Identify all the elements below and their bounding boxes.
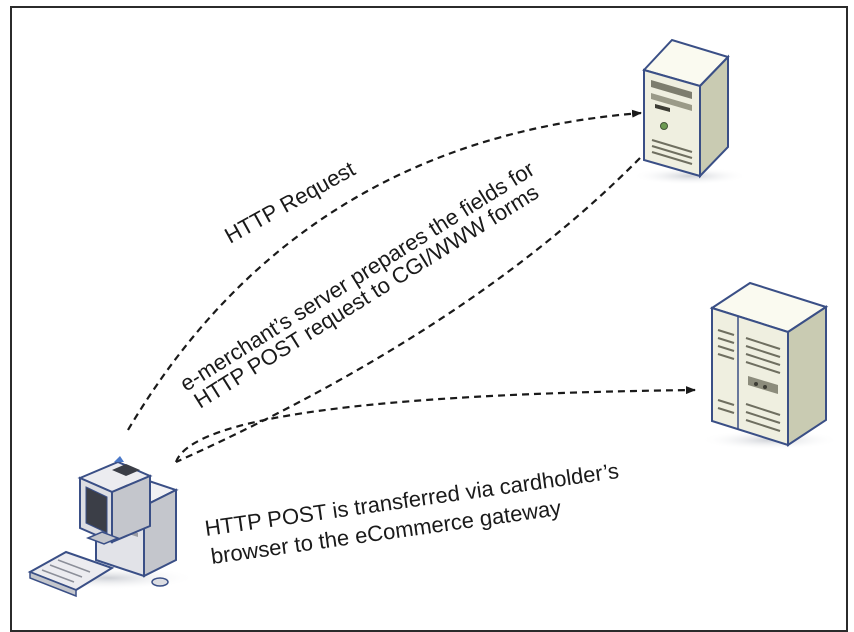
- merchant-redirect-line: [175, 157, 641, 464]
- merchant-server-icon: [632, 38, 748, 185]
- cardholder-computer-icon: [20, 456, 196, 598]
- gateway-server-icon: [700, 281, 840, 450]
- http-post-arrow: [174, 386, 696, 463]
- http-request-arrow: [127, 109, 642, 431]
